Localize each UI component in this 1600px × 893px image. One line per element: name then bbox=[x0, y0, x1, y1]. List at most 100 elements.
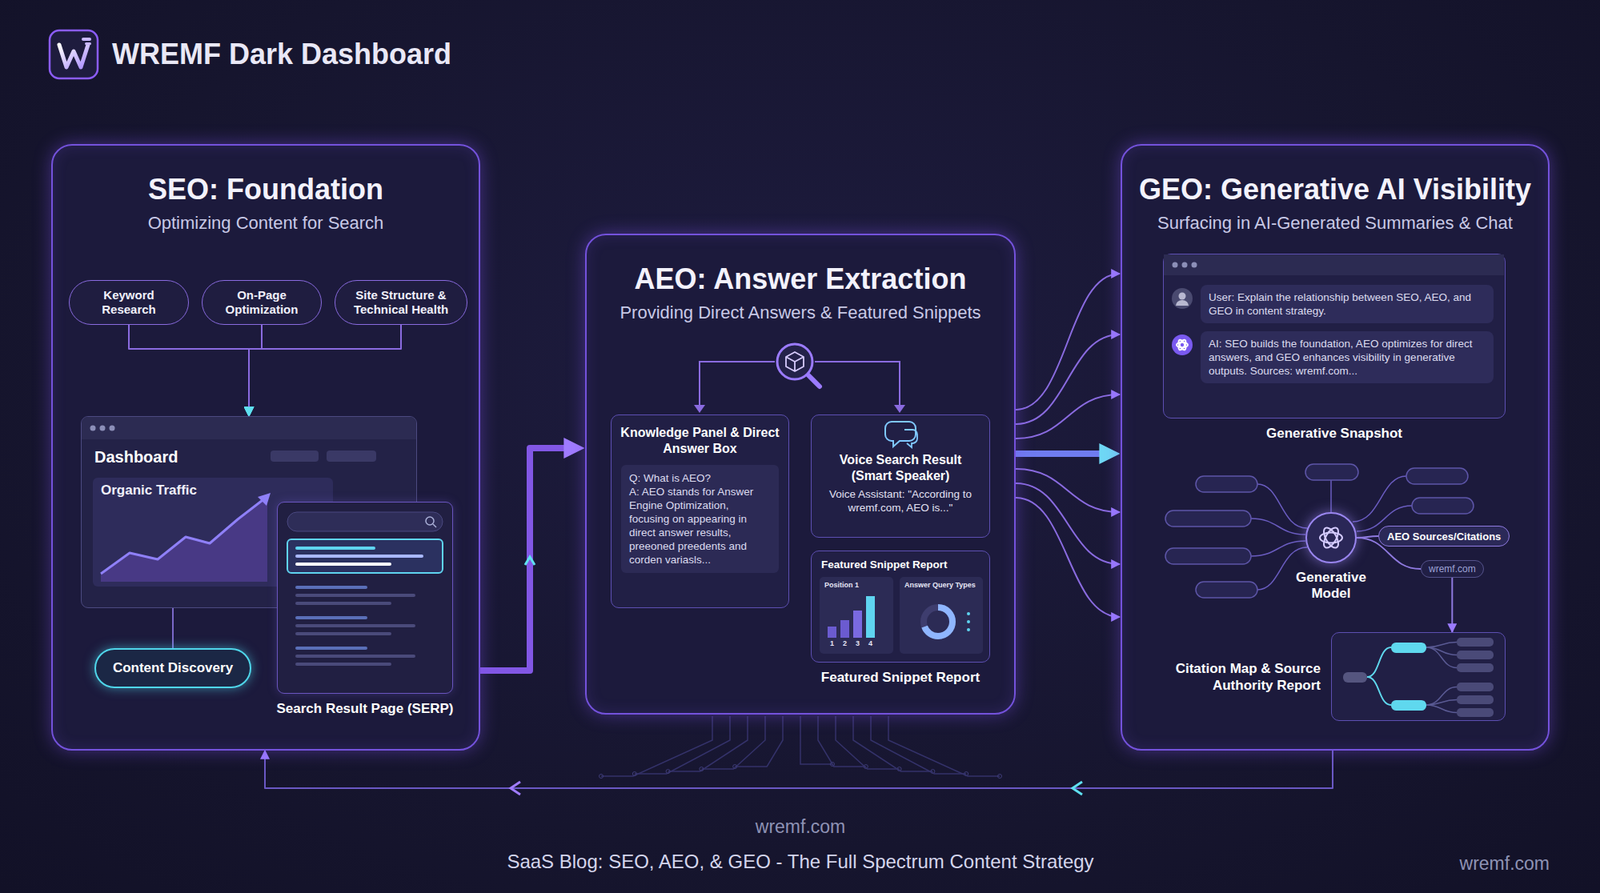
card-title: Voice Search Result (Smart Speaker) bbox=[811, 442, 990, 485]
chat-bubble: AI: SEO builds the foundation, AEO optim… bbox=[1200, 331, 1494, 384]
panel-title: SEO: Foundation bbox=[52, 172, 479, 207]
chat-row: User: Explain the relationship between S… bbox=[1171, 284, 1494, 324]
panel-fill bbox=[1120, 144, 1550, 751]
decor-rect bbox=[295, 662, 392, 666]
chat-message: User: Explain the relationship between S… bbox=[1208, 290, 1486, 318]
report-card: Featured Snippet ReportFeatured Snippet … bbox=[810, 550, 991, 663]
decor-rect bbox=[295, 546, 376, 550]
decor-circle bbox=[100, 425, 106, 432]
node-text: On-Page Optimization bbox=[208, 288, 315, 317]
decor-rect bbox=[295, 601, 392, 606]
decor-rect bbox=[1456, 695, 1494, 705]
decor-rect bbox=[1391, 642, 1427, 654]
decor-ellipse bbox=[1177, 338, 1188, 351]
geo-panel: GEO: Generative AI VisibilitySurfacing i… bbox=[1120, 144, 1550, 751]
chart-label: Answer Query Types bbox=[904, 581, 976, 590]
decor-rect bbox=[899, 577, 983, 654]
decor-rect bbox=[827, 626, 837, 638]
panel-subtitle: Providing Direct Answers & Featured Snip… bbox=[586, 302, 1015, 324]
chat-avatar bbox=[1171, 334, 1193, 356]
connector bbox=[1015, 483, 1120, 565]
node-text: wremf.com bbox=[1428, 563, 1476, 575]
node-illustration bbox=[1331, 633, 1507, 722]
chat-message: AI: SEO builds the foundation, AEO optim… bbox=[1208, 336, 1486, 378]
decor-circle bbox=[632, 772, 637, 777]
decor-circle bbox=[599, 774, 604, 779]
decor-path bbox=[734, 716, 783, 767]
decor-rect bbox=[1411, 497, 1474, 514]
panel-subtitle: Surfacing in AI-Generated Summaries & Ch… bbox=[1122, 212, 1548, 234]
decor-circle bbox=[966, 612, 971, 616]
panel-fills bbox=[51, 144, 1550, 751]
answer-text: A: AEO stands for Answer Engine Optimiza… bbox=[629, 485, 771, 567]
decor-rect bbox=[1456, 682, 1494, 692]
decor-path bbox=[818, 716, 867, 767]
decor-rect bbox=[1456, 650, 1494, 660]
decor-path bbox=[100, 497, 266, 574]
decor-ellipse bbox=[1319, 533, 1343, 544]
connector bbox=[1015, 334, 1120, 425]
panel-title: AEO: Answer Extraction bbox=[586, 262, 1015, 297]
decor-path bbox=[1426, 642, 1457, 649]
decor-circle bbox=[1191, 262, 1198, 269]
decor-rect bbox=[819, 577, 894, 654]
decor-rect bbox=[1165, 510, 1252, 527]
decor-path bbox=[904, 429, 918, 448]
node-label: Citation Map & Source Authority Report bbox=[1144, 660, 1321, 694]
question-text: Q: What is AEO? bbox=[629, 471, 771, 486]
decor-rect bbox=[295, 593, 416, 598]
connector bbox=[172, 608, 174, 649]
decor-path bbox=[601, 716, 713, 777]
decor-path bbox=[1330, 480, 1332, 513]
decor-path bbox=[668, 716, 748, 772]
decor-rect bbox=[287, 512, 443, 532]
chat-avatar bbox=[1171, 288, 1193, 309]
decor-rect bbox=[287, 539, 443, 574]
decor-path bbox=[894, 405, 906, 414]
connector bbox=[264, 750, 1333, 789]
watermark: wremf.com bbox=[1459, 853, 1550, 875]
decor-path bbox=[100, 497, 268, 582]
decor-path bbox=[1257, 484, 1308, 529]
decor-rect bbox=[840, 620, 850, 638]
decor-rect bbox=[295, 654, 416, 658]
decor-circle bbox=[665, 769, 670, 774]
connector bbox=[1015, 497, 1120, 618]
connector bbox=[248, 324, 262, 417]
decor-path bbox=[1251, 518, 1306, 535]
decor-circle bbox=[923, 607, 953, 637]
decor-path bbox=[1072, 781, 1083, 795]
decor-circle bbox=[966, 620, 971, 624]
decor-circle bbox=[1171, 334, 1193, 356]
window-caption: Search Result Page (SERP) bbox=[245, 701, 485, 718]
decor-rect bbox=[853, 610, 863, 638]
circuit-traces bbox=[599, 716, 1003, 779]
node-text: Content Discovery bbox=[112, 660, 233, 677]
connector bbox=[1451, 577, 1453, 633]
decor-circle bbox=[90, 425, 97, 432]
decor-path bbox=[510, 781, 521, 795]
chart-label: 1 bbox=[830, 639, 835, 648]
decor-rect bbox=[295, 646, 368, 650]
decor-path bbox=[693, 405, 706, 414]
chart-label: 3 bbox=[855, 639, 860, 648]
decor-path bbox=[835, 716, 900, 770]
process-pill: On-Page Optimization bbox=[201, 280, 322, 325]
decor-rect bbox=[84, 42, 92, 45]
connector bbox=[248, 324, 402, 417]
node-text: Site Structure & Technical Health bbox=[341, 288, 461, 317]
diagram-title: WREMF Dark Dashboard bbox=[112, 37, 452, 72]
panel-fill bbox=[51, 144, 481, 751]
connector bbox=[1015, 394, 1120, 439]
decor-path bbox=[257, 493, 271, 506]
decor-circle bbox=[998, 774, 1003, 779]
decor-line bbox=[806, 373, 820, 387]
decor-path bbox=[1175, 300, 1189, 306]
chat-row: AI: SEO builds the foundation, AEO optim… bbox=[1171, 331, 1494, 384]
url-pill: wremf.com bbox=[1420, 560, 1484, 578]
decor-circle bbox=[1182, 262, 1188, 269]
seo-panel: SEO: FoundationOptimizing Content for Se… bbox=[51, 144, 481, 751]
citation-map: Citation Map & Source Authority Report bbox=[1331, 632, 1506, 722]
highlight-pill: Content Discovery bbox=[94, 648, 252, 689]
decor-circle bbox=[1171, 288, 1193, 309]
